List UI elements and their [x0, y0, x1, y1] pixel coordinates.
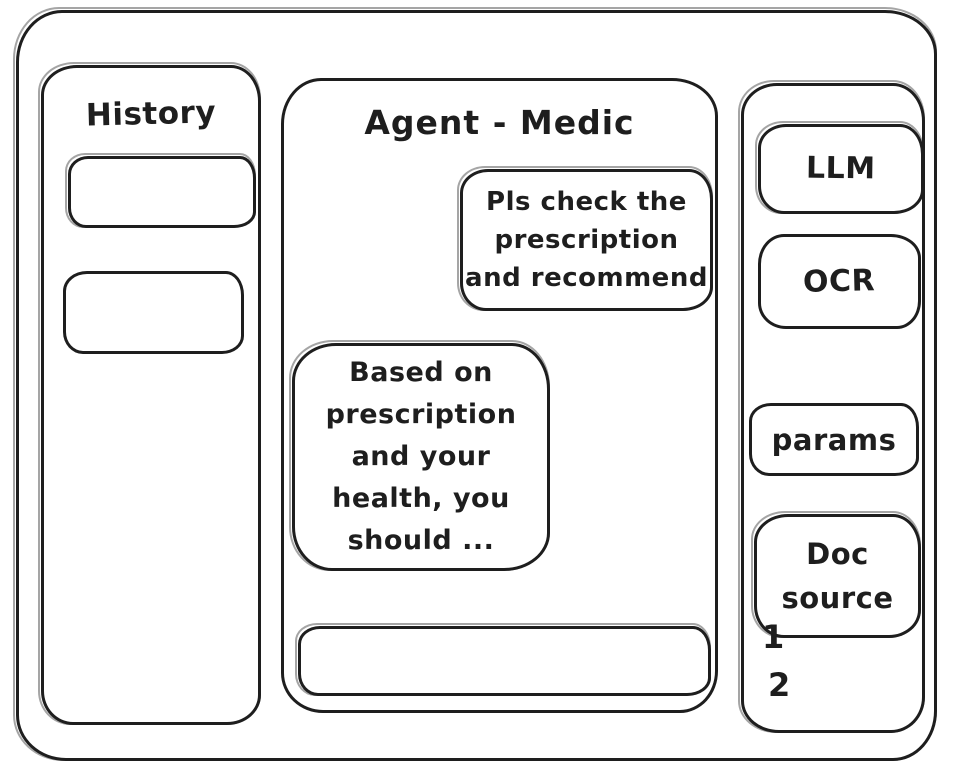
- user-message-bubble: Pls check the prescription and recommend: [457, 166, 713, 311]
- history-panel: History: [38, 62, 261, 725]
- user-message-line: and recommend: [465, 263, 708, 293]
- history-title: History: [85, 94, 217, 134]
- user-message-line: prescription: [494, 225, 679, 255]
- llm-button-label: LLM: [805, 150, 877, 187]
- doc-source-button-label: source: [781, 581, 894, 615]
- history-item[interactable]: [65, 153, 256, 228]
- doc-source-button-label: Doc: [806, 537, 869, 571]
- params-button[interactable]: params: [749, 403, 919, 476]
- app-window: History Agent - Medic Pls check the pres…: [13, 7, 937, 761]
- assistant-message-line: health, you: [332, 483, 510, 514]
- doc-source-item-1[interactable]: 1: [762, 618, 785, 656]
- assistant-message-line: Based on: [349, 357, 493, 388]
- assistant-message-bubble: Based on prescription and your health, y…: [289, 340, 550, 571]
- doc-source-button[interactable]: Doc source: [751, 511, 921, 638]
- params-button-label: params: [771, 422, 897, 457]
- assistant-message-line: should ...: [347, 525, 495, 556]
- tools-panel: LLM OCR params Doc source 1 2: [738, 80, 925, 733]
- chat-title: Agent - Medic: [364, 103, 635, 142]
- ocr-button-label: OCR: [803, 262, 876, 300]
- llm-button[interactable]: LLM: [755, 121, 924, 214]
- user-message-line: Pls check the: [486, 187, 687, 217]
- ocr-button[interactable]: OCR: [758, 234, 921, 329]
- message-input[interactable]: [295, 623, 711, 696]
- doc-source-item-2[interactable]: 2: [768, 666, 791, 704]
- assistant-message-line: and your: [351, 441, 491, 472]
- chat-panel: Agent - Medic Pls check the prescription…: [281, 78, 718, 713]
- assistant-message-line: prescription: [325, 399, 517, 430]
- history-item[interactable]: [63, 271, 244, 354]
